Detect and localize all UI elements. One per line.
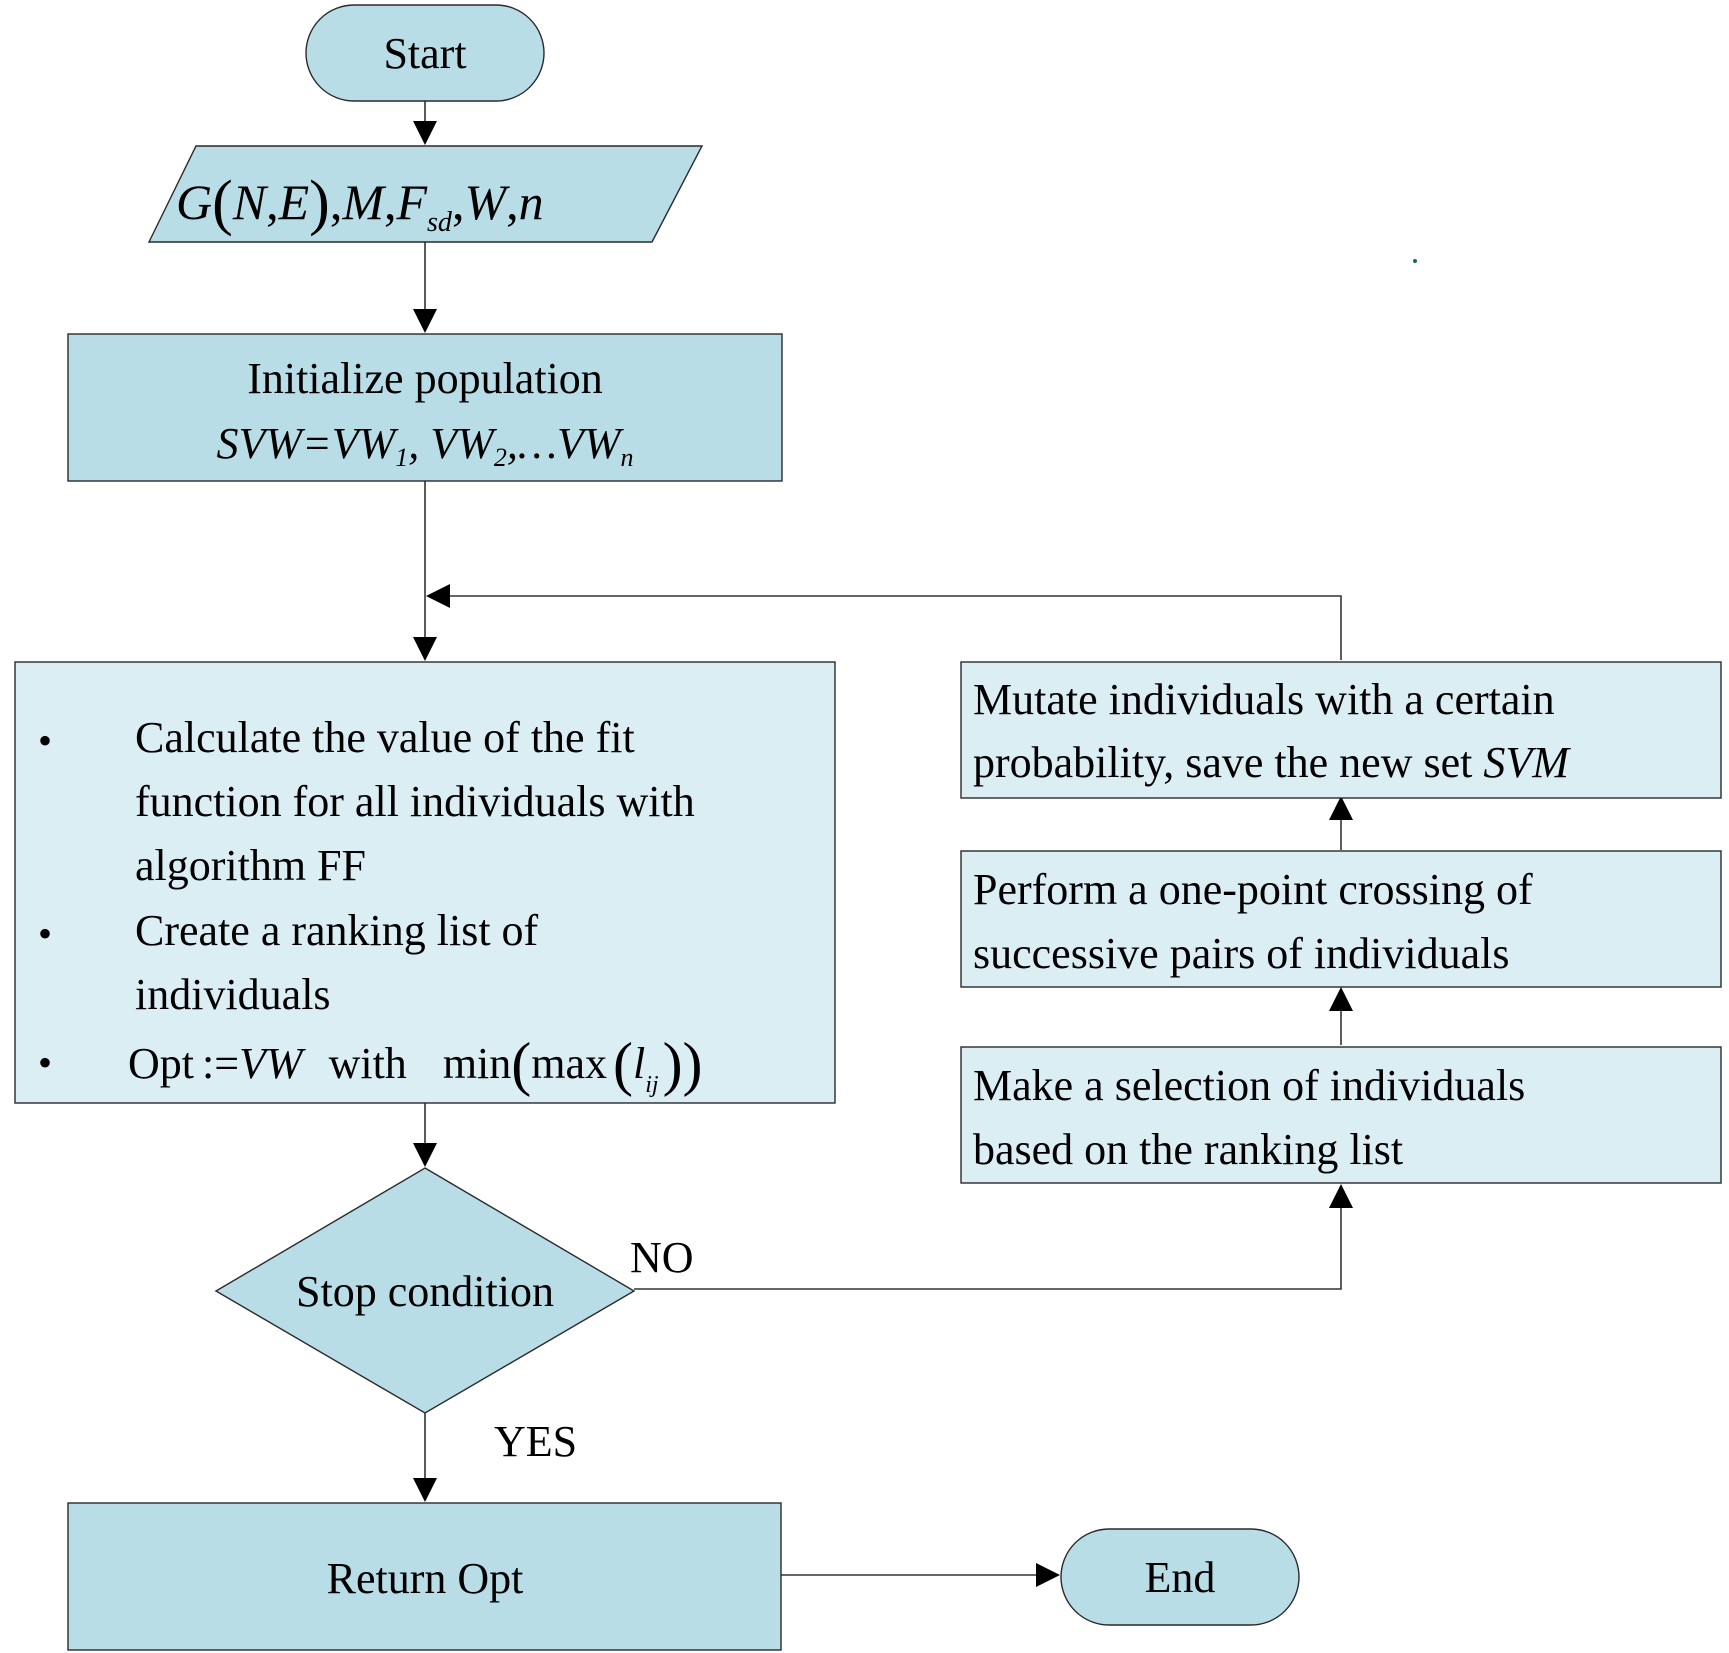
input-formula: G(N,E),M,Fsd,W,n (176, 169, 544, 238)
decision-label: Stop condition (296, 1267, 554, 1316)
mutate-box: Mutate individuals with a certain probab… (960, 661, 1722, 799)
selection-box: Make a selection of individuals based on… (960, 1046, 1722, 1184)
select-line2: based on the ranking list (973, 1125, 1403, 1174)
start-label: Start (383, 29, 466, 78)
item1-line1: Calculate the value of the fit (135, 713, 635, 762)
input-parallelogram: G(N,E),M,Fsd,W,n (147, 145, 704, 243)
init-line2: SVW=VW1, VW2,…VWn (217, 419, 634, 472)
stray-dot (1413, 259, 1417, 263)
mutate-line2: probability, save the new set SVM (973, 738, 1571, 787)
end-terminal: End (1060, 1528, 1300, 1626)
return-box: Return Opt (67, 1502, 782, 1651)
yes-label: YES (494, 1417, 577, 1466)
bullet-2: • (38, 911, 52, 956)
item1-line3: algorithm FF (135, 841, 366, 890)
edge-decision-no (634, 1184, 1353, 1290)
init-line1: Initialize population (247, 354, 603, 403)
mutate-line1: Mutate individuals with a certain (973, 675, 1555, 724)
cross-line2: successive pairs of individuals (973, 929, 1509, 978)
process-box: • Calculate the value of the fit functio… (14, 661, 836, 1104)
item2-line1: Create a ranking list of (135, 906, 539, 955)
decision-diamond: Stop condition (214, 1167, 636, 1414)
item2-line2: individuals (135, 970, 331, 1019)
no-label: NO (630, 1233, 694, 1282)
end-label: End (1145, 1553, 1216, 1602)
item1-line2: function for all individuals with (135, 777, 695, 826)
cross-line1: Perform a one-point crossing of (973, 865, 1533, 914)
bullet-1: • (38, 718, 52, 763)
connectors (413, 101, 1353, 1587)
start-terminal: Start (305, 4, 545, 102)
bullet-3: • (38, 1040, 52, 1085)
return-label: Return Opt (327, 1554, 524, 1603)
crossing-box: Perform a one-point crossing of successi… (960, 850, 1722, 988)
select-line1: Make a selection of individuals (973, 1061, 1525, 1110)
edge-loop-back (426, 584, 1342, 660)
init-box: Initialize population SVW=VW1, VW2,…VWn (67, 333, 783, 482)
